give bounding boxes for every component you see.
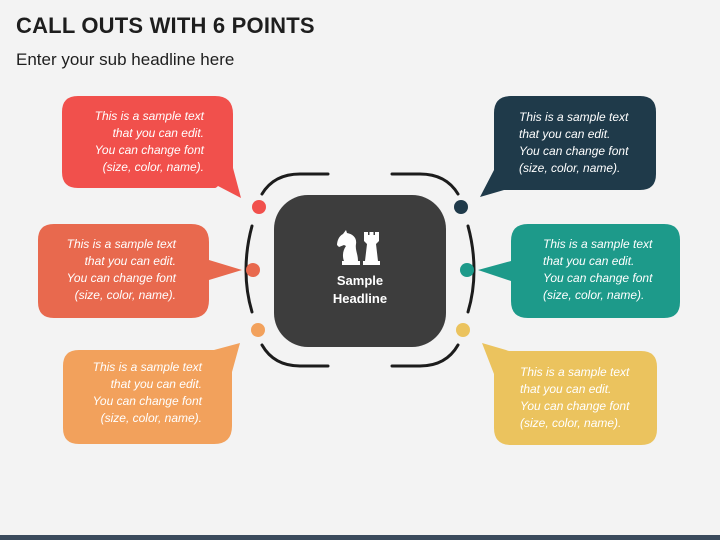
- callout-line: that you can edit.: [543, 254, 635, 268]
- callout-line: You can change font: [94, 143, 204, 157]
- callout-line: (size, color, name).: [520, 416, 622, 430]
- chess-pieces-icon: [337, 230, 380, 265]
- connector-dot-right-3: [456, 323, 470, 337]
- callout-text-right-2: This is a sample text that you can edit.…: [543, 230, 703, 310]
- page-title: CALL OUTS WITH 6 POINTS: [16, 13, 315, 38]
- page-subtitle: Enter your sub headline here: [16, 50, 235, 69]
- callout-line: that you can edit.: [520, 382, 612, 396]
- center-headline: Sample Headline: [300, 272, 420, 308]
- callout-bubble-right-3[interactable]: [482, 343, 657, 445]
- callout-line: This is a sample text: [92, 360, 202, 374]
- callout-line: (size, color, name).: [102, 160, 204, 174]
- callout-line: (size, color, name).: [100, 411, 202, 425]
- callout-line: You can change font: [520, 399, 630, 413]
- callout-line: This is a sample text: [520, 365, 630, 379]
- callout-bubble-right-1[interactable]: [480, 96, 656, 197]
- callout-line: that you can edit.: [112, 126, 204, 140]
- callout-line: that you can edit.: [84, 254, 176, 268]
- callout-bubble-left-2[interactable]: [38, 224, 242, 318]
- callout-line: This is a sample text: [519, 110, 629, 124]
- connector-dot-left-2: [246, 263, 260, 277]
- callout-line: You can change font: [543, 271, 653, 285]
- callout-text-left-2: This is a sample text that you can edit.…: [16, 230, 176, 310]
- center-box[interactable]: [274, 195, 446, 347]
- callout-bubble-right-2[interactable]: [478, 224, 680, 318]
- callout-text-left-3: This is a sample text that you can edit.…: [42, 353, 202, 433]
- callout-line: that you can edit.: [519, 127, 611, 141]
- connector-dot-right-2: [460, 263, 474, 277]
- callout-text-right-3: This is a sample text that you can edit.…: [520, 358, 680, 438]
- callout-line: (size, color, name).: [543, 288, 645, 302]
- connector-dot-left-1: [252, 200, 266, 214]
- callout-text-left-1: This is a sample text that you can edit.…: [44, 102, 204, 182]
- center-headline-line2: Headline: [332, 291, 388, 306]
- callout-line: You can change font: [66, 271, 176, 285]
- callout-line: that you can edit.: [110, 377, 202, 391]
- callout-bubble-left-1[interactable]: [62, 96, 241, 198]
- callout-line: This is a sample text: [543, 237, 653, 251]
- callout-line: This is a sample text: [94, 109, 204, 123]
- bottom-accent-bar: [0, 535, 720, 540]
- callout-line: (size, color, name).: [519, 161, 621, 175]
- callout-line: This is a sample text: [66, 237, 176, 251]
- connector-dot-right-1: [454, 200, 468, 214]
- callout-bubble-left-3[interactable]: [63, 343, 240, 444]
- callout-line: You can change font: [519, 144, 629, 158]
- center-headline-line1: Sample: [336, 273, 384, 288]
- connector-dot-left-3: [251, 323, 265, 337]
- callout-text-right-1: This is a sample text that you can edit.…: [519, 103, 679, 183]
- callout-line: (size, color, name).: [74, 288, 176, 302]
- callout-line: You can change font: [92, 394, 202, 408]
